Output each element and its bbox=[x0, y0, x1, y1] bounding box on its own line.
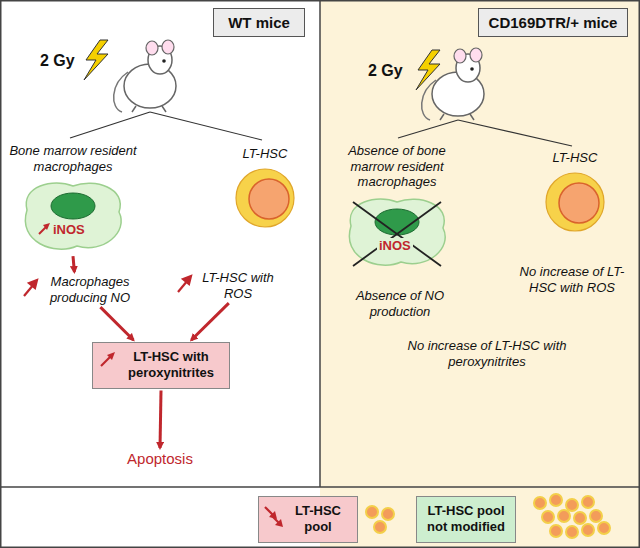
cross-mark bbox=[332, 196, 462, 270]
node-text: Absence of bone marrow resident macropha… bbox=[332, 143, 462, 190]
stem-cell bbox=[225, 168, 305, 230]
arrow-connector bbox=[100, 307, 133, 340]
node-text: LT-HSC bbox=[225, 146, 305, 162]
lightning-bolt bbox=[84, 40, 108, 80]
lightning-bolt bbox=[416, 50, 440, 90]
node-box: LT-HSC with peroxynitrites bbox=[92, 342, 230, 389]
node-text: No increase of LT-HSC with peroxynitrite… bbox=[392, 338, 582, 369]
branch-line bbox=[70, 112, 150, 138]
branch-line bbox=[398, 120, 458, 138]
increase-arrow bbox=[98, 349, 118, 369]
node-text: LT-HSC bbox=[535, 150, 615, 166]
node-text: Absence of NO production bbox=[345, 288, 455, 319]
macrophage-cell bbox=[8, 180, 138, 254]
branch-line bbox=[150, 112, 262, 140]
node-text: No increase of LT-HSC with ROS bbox=[512, 264, 632, 295]
stem-cell bbox=[535, 172, 615, 234]
node-hsc: LT-HSC bbox=[225, 146, 305, 230]
node-text: LT-HSC pool not modified bbox=[423, 503, 509, 536]
node-text: Bone marrow resident macrophages bbox=[8, 143, 138, 174]
node-hdr: WT mice bbox=[213, 8, 305, 37]
node-txt: LT-HSC with ROS bbox=[192, 270, 284, 301]
node-text: LT-HSC with peroxynitrites bbox=[119, 349, 223, 382]
node-mac: Bone marrow resident macrophages iNOS bbox=[8, 143, 138, 254]
node-text: CD169DTR/+ mice bbox=[485, 14, 621, 31]
node-box: LT-HSC pool not modified bbox=[416, 496, 516, 543]
node-text: Apoptosis bbox=[110, 450, 210, 467]
node-txt: Macrophages producing NO bbox=[38, 274, 142, 305]
mouse bbox=[114, 40, 176, 112]
node-text: LT-HSC with ROS bbox=[192, 270, 284, 301]
node-text: iNOS bbox=[53, 222, 85, 237]
node-hdr: CD169DTR/+ mice bbox=[478, 8, 628, 37]
arrow-connector bbox=[73, 256, 74, 272]
arrow-connector bbox=[191, 303, 228, 340]
node-txt: Absence of NO production bbox=[345, 288, 455, 319]
node-text: LT-HSC pool bbox=[285, 503, 351, 536]
node-hsc: LT-HSC bbox=[535, 150, 615, 234]
divider bbox=[0, 486, 640, 488]
decrease-arrows bbox=[263, 505, 285, 531]
node-mac: Absence of bone marrow resident macropha… bbox=[332, 143, 462, 270]
node-txt: No increase of LT-HSC with ROS bbox=[512, 264, 632, 295]
dose-label: 2 Gy bbox=[40, 52, 75, 70]
right-panel bbox=[320, 0, 640, 548]
cell-cluster bbox=[366, 506, 394, 533]
cell-cluster bbox=[534, 494, 610, 538]
node-red: Apoptosis bbox=[110, 450, 210, 467]
divider bbox=[319, 0, 321, 487]
dose-label: 2 Gy bbox=[368, 62, 403, 80]
node-box: LT-HSC pool bbox=[258, 496, 358, 543]
node-text: WT mice bbox=[220, 14, 298, 31]
branch-line bbox=[458, 120, 572, 146]
node-text: iNOS bbox=[377, 238, 413, 253]
arrow-connector bbox=[160, 391, 161, 449]
node-txt: No increase of LT-HSC with peroxynitrite… bbox=[392, 338, 582, 369]
node-text: Macrophages producing NO bbox=[38, 274, 142, 305]
